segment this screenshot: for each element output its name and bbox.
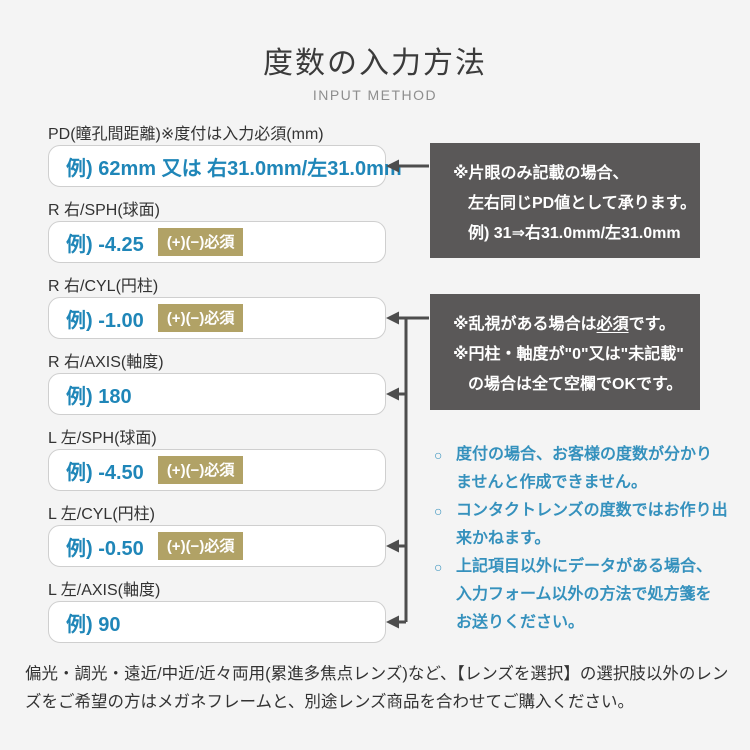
- field-box-l-sph: 例) -4.50 (+)(−)必須: [48, 449, 386, 491]
- field-label-r-axis: R 右/AXIS(軸度): [48, 354, 164, 371]
- field-label-l-sph: L 左/SPH(球面): [48, 430, 157, 447]
- note-text: ませんと作成できません。: [456, 474, 648, 491]
- field-label-l-cyl: L 左/CYL(円柱): [48, 506, 155, 523]
- example-value-pd: 例) 62mm 又は 右31.0mm/左31.0mm: [66, 157, 402, 180]
- circle-bullet-icon: ○: [434, 447, 443, 463]
- list-item: ○ 度付の場合、お客様の度数が分かり ませんと作成できません。: [434, 441, 734, 497]
- required-sign-tag: (+)(−)必須: [157, 456, 244, 484]
- circle-bullet-icon: ○: [434, 503, 443, 519]
- field-label-r-sph: R 右/SPH(球面): [48, 202, 161, 219]
- pd-note-line: 例) 31⇒右31.0mm/左31.0mm: [468, 225, 681, 242]
- example-value-l-axis: 例) 90: [66, 613, 121, 636]
- required-underlined-text: 必須: [596, 316, 629, 333]
- circle-bullet-icon: ○: [434, 559, 443, 575]
- note-text: コンタクトレンズの度数ではお作り出: [456, 502, 728, 519]
- required-sign-tag: (+)(−)必須: [157, 228, 244, 256]
- pd-note-box: ※片眼のみ記載の場合、 左右同じPD値として承ります。 例) 31⇒右31.0m…: [430, 143, 700, 258]
- footer-line: ズをご希望の方はメガネフレームと、別途レンズ商品を合わせてご購入ください。: [25, 693, 635, 711]
- note-text: お送りください。: [456, 614, 585, 631]
- cyl-axis-note-box: ※乱視がある場合は必須です。 ※円柱・軸度が"0"又は"未記載" の場合は全て空…: [430, 294, 700, 410]
- field-label-r-cyl: R 右/CYL(円柱): [48, 278, 159, 295]
- notes-list: ○ 度付の場合、お客様の度数が分かり ませんと作成できません。 ○ コンタクトレ…: [434, 441, 734, 637]
- example-value-r-cyl: 例) -1.00: [66, 309, 144, 332]
- note-text: 来かねます。: [456, 530, 551, 547]
- cyl-axis-note-connector: [386, 311, 429, 629]
- footer-line: 偏光・調光・遠近/中近/近々両用(累進多焦点レンズ)など、【レンズを選択】の選択…: [25, 665, 729, 683]
- pd-note-line: ※片眼のみ記載の場合、: [453, 165, 629, 182]
- required-sign-tag: (+)(−)必須: [157, 304, 244, 332]
- field-box-r-cyl: 例) -1.00 (+)(−)必須: [48, 297, 386, 339]
- field-box-pd: 例) 62mm 又は 右31.0mm/左31.0mm: [48, 145, 402, 187]
- field-box-r-axis: 例) 180: [48, 373, 386, 415]
- field-box-l-axis: 例) 90: [48, 601, 386, 643]
- page-title: 度数の入力方法: [263, 47, 487, 80]
- example-value-r-sph: 例) -4.25: [66, 233, 144, 256]
- footer-note: 偏光・調光・遠近/中近/近々両用(累進多焦点レンズ)など、【レンズを選択】の選択…: [25, 660, 735, 716]
- field-label-l-axis: L 左/AXIS(軸度): [48, 582, 161, 599]
- field-label-pd: PD(瞳孔間距離)※度付は入力必須(mm): [48, 126, 324, 143]
- note-text: 上記項目以外にデータがある場合、: [456, 558, 713, 575]
- example-value-l-sph: 例) -4.50: [66, 461, 144, 484]
- example-value-r-axis: 例) 180: [66, 385, 132, 408]
- note-text: 入力フォーム以外の方法で処方箋を: [456, 586, 712, 603]
- cyl-axis-note-line: ※円柱・軸度が"0"又は"未記載": [453, 346, 684, 363]
- field-box-r-sph: 例) -4.25 (+)(−)必須: [48, 221, 386, 263]
- list-item: ○ 上記項目以外にデータがある場合、 入力フォーム以外の方法で処方箋を お送りく…: [434, 553, 734, 637]
- cyl-axis-note-line: ※乱視がある場合は必須です。: [453, 316, 675, 333]
- cyl-axis-note-line: の場合は全て空欄でOKです。: [468, 376, 683, 393]
- note-text: 度付の場合、お客様の度数が分かり: [456, 446, 713, 463]
- field-box-l-cyl: 例) -0.50 (+)(−)必須: [48, 525, 386, 567]
- required-sign-tag: (+)(−)必須: [157, 532, 244, 560]
- pd-note-line: 左右同じPD値として承ります。: [468, 195, 697, 212]
- list-item: ○ コンタクトレンズの度数ではお作り出 来かねます。: [434, 497, 734, 553]
- example-value-l-cyl: 例) -0.50: [66, 537, 144, 560]
- page-subtitle: INPUT METHOD: [312, 87, 438, 103]
